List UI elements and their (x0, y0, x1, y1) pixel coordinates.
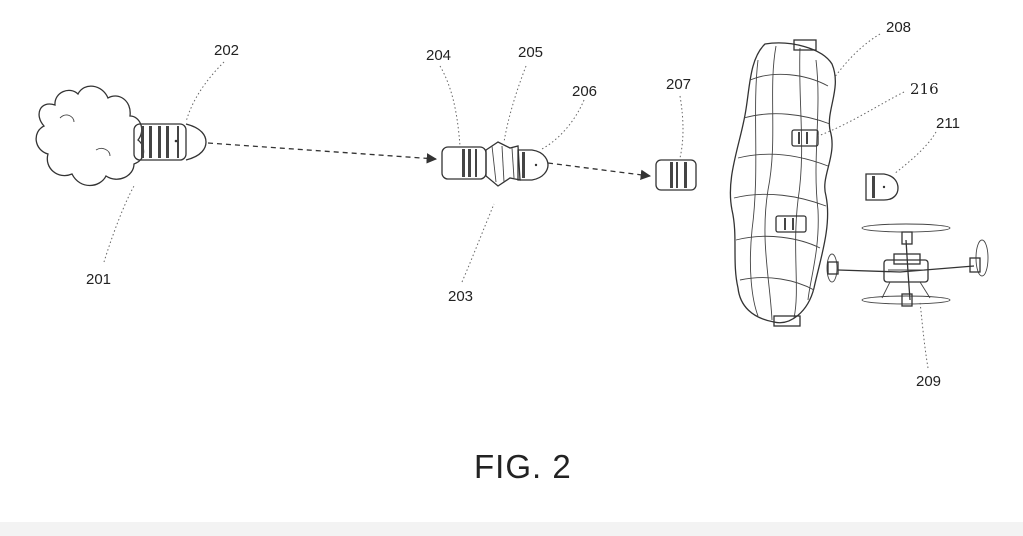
label-203: 203 (448, 288, 473, 305)
leader-206 (539, 99, 585, 151)
leader-204 (439, 65, 461, 147)
device-216-a (791, 129, 819, 147)
part-207 (655, 159, 697, 191)
label-207: 207 (666, 76, 691, 93)
leader-207 (679, 95, 684, 159)
label-211: 211 (936, 115, 960, 132)
part-204 (441, 146, 487, 180)
device-216-b (775, 215, 807, 233)
label-201: 201 (86, 271, 111, 288)
label-202: 202 (214, 42, 239, 59)
bottom-strip (0, 522, 1023, 536)
leader-216 (817, 91, 905, 137)
leader-209 (919, 301, 929, 369)
net-208 (729, 39, 836, 327)
figure-caption: FIG. 2 (474, 448, 572, 485)
leader-211 (893, 131, 937, 175)
cloud-201 (35, 85, 145, 187)
flow-arrow-2 (547, 162, 652, 180)
leader-208 (833, 33, 881, 79)
capsule-202 (133, 123, 207, 161)
flow-arrow-1 (207, 142, 438, 164)
drone-209 (826, 223, 989, 307)
device-211 (865, 173, 899, 201)
part-205 (485, 141, 521, 187)
label-208: 208 (886, 19, 911, 36)
part-206 (517, 149, 549, 181)
leader-201 (103, 185, 135, 263)
label-209: 209 (916, 373, 941, 390)
label-216: 216 (910, 80, 939, 98)
leader-202 (185, 61, 225, 123)
leader-203 (461, 203, 495, 283)
label-204: 204 (426, 47, 451, 64)
leader-205 (503, 65, 527, 143)
label-205: 205 (518, 44, 543, 61)
label-206: 206 (572, 83, 597, 100)
